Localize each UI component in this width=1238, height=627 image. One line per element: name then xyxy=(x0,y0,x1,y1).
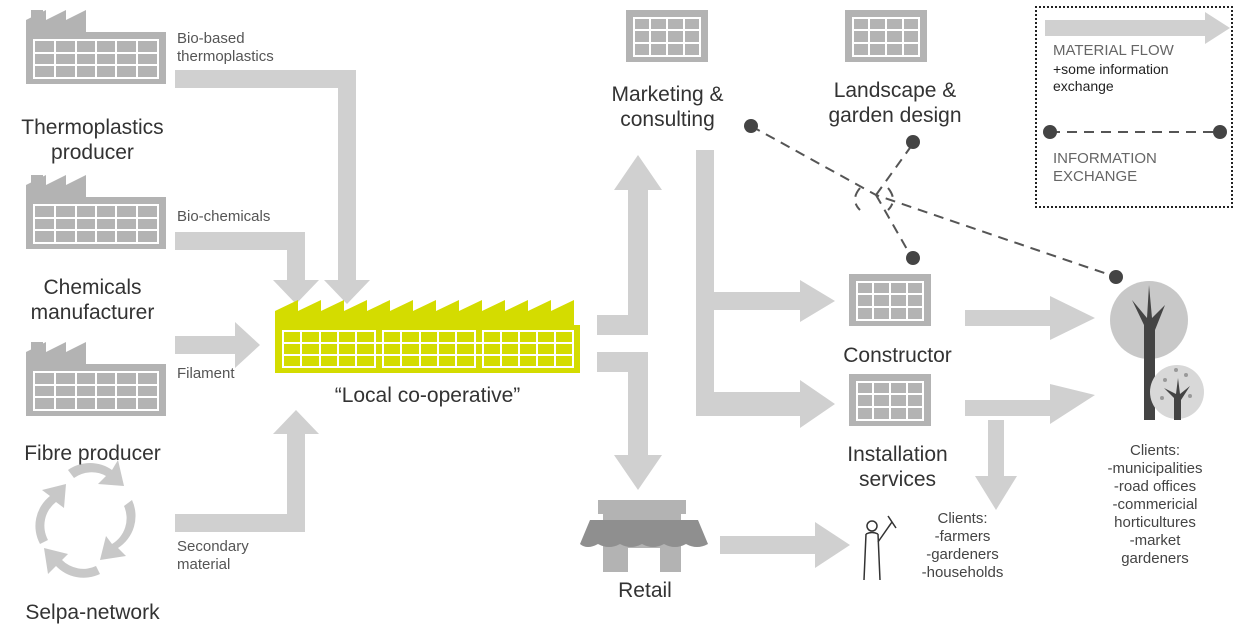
clients-large-title: Clients: xyxy=(1129,442,1181,459)
legend-material-arrow xyxy=(1045,12,1230,44)
landscape-building-icon xyxy=(844,9,928,63)
information-exchange-dots xyxy=(744,119,1123,284)
clients-large-item: -municipalities xyxy=(1107,460,1203,477)
marketing-building-icon xyxy=(625,9,709,63)
trees-icon xyxy=(1110,281,1204,420)
constructor-label: Constructor xyxy=(843,344,952,367)
cooperative-label: “Local co-operative” xyxy=(334,384,521,407)
chemicals-manufacturer-label: Chemicals manufacturer xyxy=(30,276,155,324)
legend-information-line xyxy=(1043,125,1227,139)
landscape-design-label: Landscape & garden design xyxy=(828,79,962,127)
fibre-factory-icon xyxy=(25,341,167,417)
clients-small-item: -farmers xyxy=(934,528,991,545)
gardener-icon xyxy=(863,515,897,581)
clients-large-item: -market xyxy=(1129,532,1181,549)
chemicals-factory-icon xyxy=(25,174,167,250)
clients-small-item: -households xyxy=(921,564,1004,581)
clients-small-item: -gardeners xyxy=(926,546,999,563)
clients-small-block: Clients: -farmers -gardeners -households xyxy=(900,510,1025,582)
retail-label: Retail xyxy=(618,579,672,602)
biochemicals-flow-label: Bio-chemicals xyxy=(177,208,271,225)
information-exchange-lines xyxy=(750,125,1117,278)
cooperative-factory-icon xyxy=(275,300,580,373)
clients-large-item: gardeners xyxy=(1121,550,1189,567)
fibre-producer-label: Fibre producer xyxy=(24,442,161,465)
clients-large-block: Clients: -municipalities -road offices -… xyxy=(1085,442,1225,568)
outbound-flow-arrows xyxy=(597,150,1095,568)
legend-material-flow-label: MATERIAL FLOW xyxy=(1053,42,1174,59)
recycle-icon xyxy=(35,460,136,578)
clients-large-item: horticultures xyxy=(1114,514,1196,531)
clients-large-item: -commericial xyxy=(1112,496,1198,513)
legend-information-label: INFORMATION EXCHANGE xyxy=(1053,150,1157,185)
clients-small-title: Clients: xyxy=(937,510,988,527)
marketing-consulting-label: Marketing & consulting xyxy=(611,83,724,131)
installation-services-label: Installation services xyxy=(847,443,948,491)
retail-shop-icon xyxy=(580,500,708,572)
selpa-network-label: Selpa-network xyxy=(25,601,160,624)
inbound-flow-arrows xyxy=(175,70,370,532)
clients-large-item: -road offices xyxy=(1113,478,1197,495)
legend-material-flow-note: +some information exchange xyxy=(1053,61,1169,94)
constructor-building-icon xyxy=(848,273,932,327)
filament-flow-label: Filament xyxy=(177,365,235,382)
biobased-flow-label: Bio-based thermoplastics xyxy=(177,30,274,65)
installation-building-icon xyxy=(848,373,932,427)
thermoplastics-factory-icon xyxy=(25,9,167,85)
thermoplastics-producer-label: Thermoplastics producer xyxy=(21,116,164,164)
legend-box xyxy=(1035,6,1233,208)
secondary-material-flow-label: Secondary material xyxy=(177,538,249,573)
